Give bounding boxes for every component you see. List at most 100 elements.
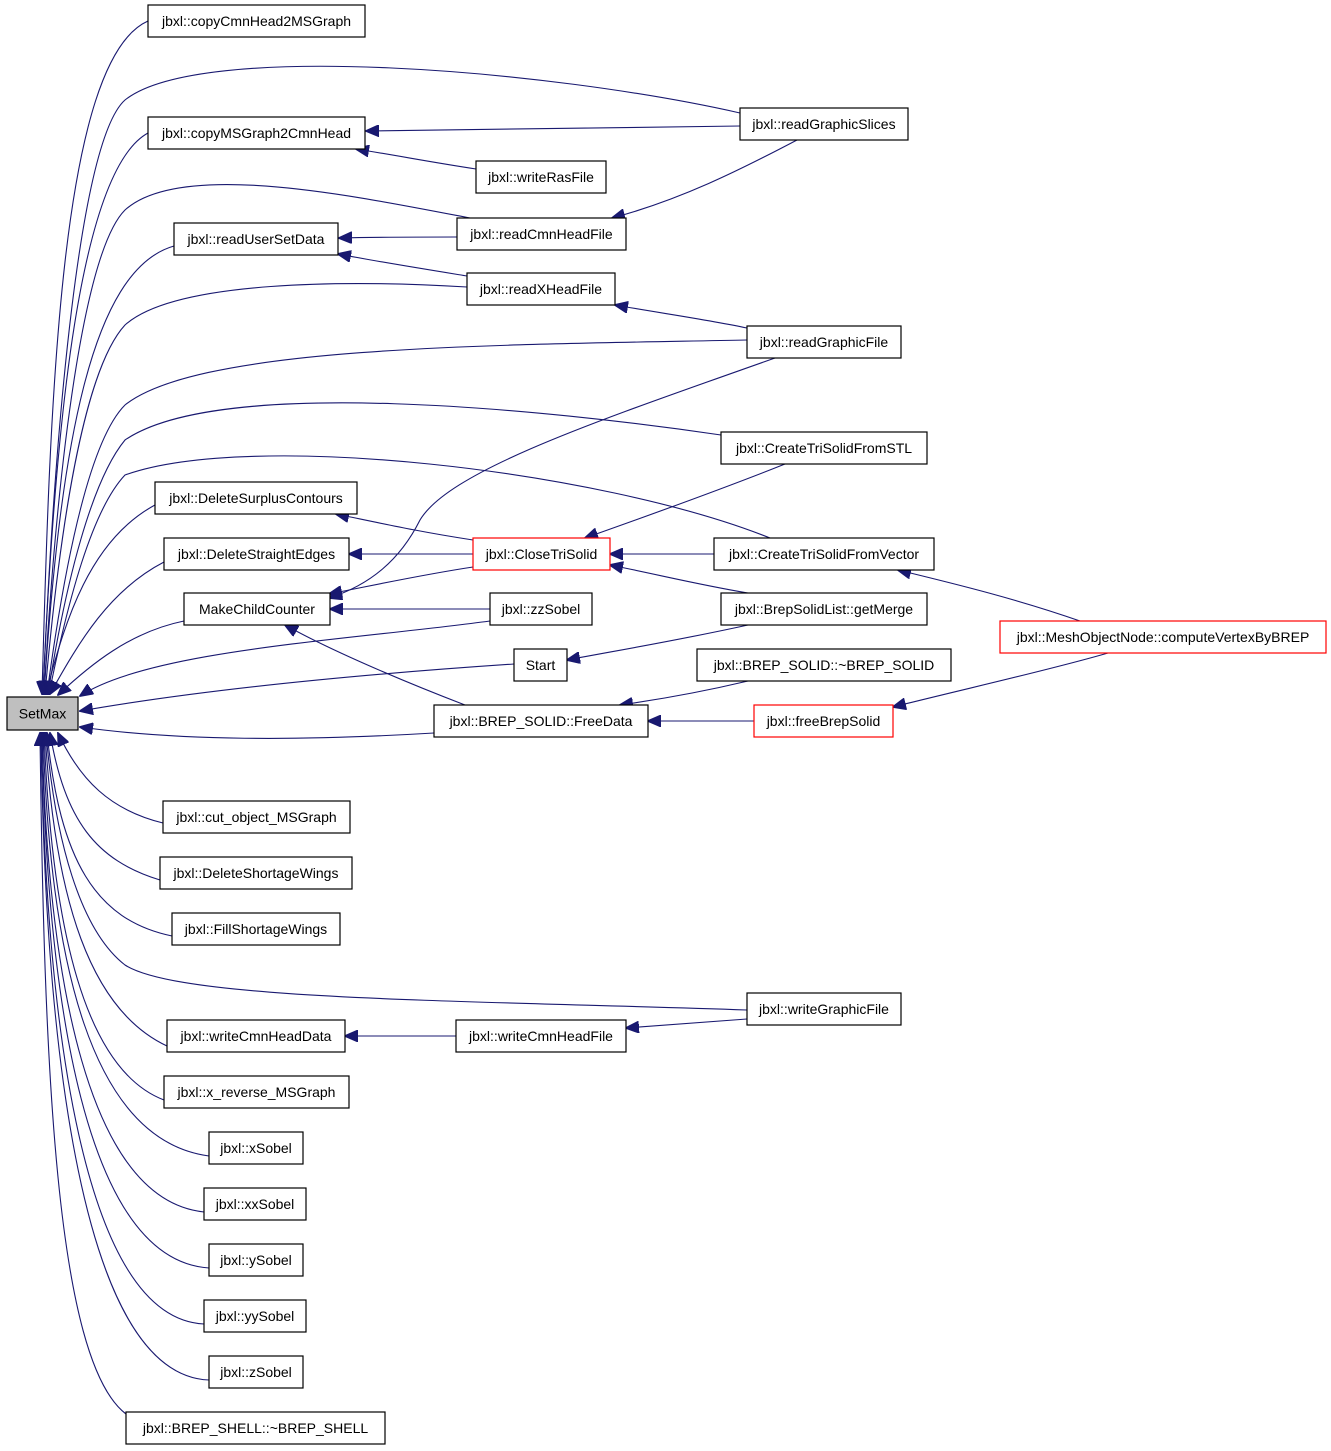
node-box-DeleteSurplusContours bbox=[154, 481, 358, 515]
node-writeGraphicFile[interactable]: jbxl::writeGraphicFile bbox=[746, 992, 902, 1026]
node-box-SetMax bbox=[6, 696, 79, 731]
edge-readUserSetData-to-SetMax bbox=[44, 245, 175, 694]
node-label-FreeData: jbxl::BREP_SOLID::FreeData bbox=[449, 713, 633, 729]
node-zSobel[interactable]: jbxl::zSobel bbox=[208, 1355, 304, 1389]
edge-ySobel-to-SetMax bbox=[42, 733, 210, 1269]
node-label-readXHeadFile: jbxl::readXHeadFile bbox=[479, 281, 602, 297]
node-label-yySobel: jbxl::yySobel bbox=[215, 1308, 295, 1324]
node-copyCmnHead2MSGraph[interactable]: jbxl::copyCmnHead2MSGraph bbox=[147, 4, 366, 38]
node-box-CloseTriSolid bbox=[472, 537, 611, 571]
node-box-cut_object_MSGraph bbox=[162, 800, 351, 834]
node-label-DeleteStraightEdges: jbxl::DeleteStraightEdges bbox=[177, 546, 335, 562]
edges-layer bbox=[40, 20, 1109, 1415]
edge-readGraphicSlices-to-readCmnHeadFile bbox=[612, 139, 798, 218]
node-box-x_reverse_MSGraph bbox=[163, 1075, 350, 1109]
node-DeleteSurplusContours[interactable]: jbxl::DeleteSurplusContours bbox=[154, 481, 358, 515]
edge-DeleteShortageWings-to-SetMax bbox=[50, 733, 161, 881]
edge-cut_object_MSGraph-to-SetMax bbox=[58, 733, 164, 824]
edge-CreateTriSolidFromSTL-to-CloseTriSolid bbox=[585, 463, 786, 538]
edge-CreateTriSolidFromSTL-to-SetMax bbox=[48, 402, 722, 694]
node-x_reverse_MSGraph[interactable]: jbxl::x_reverse_MSGraph bbox=[163, 1075, 350, 1109]
node-writeRasFile[interactable]: jbxl::writeRasFile bbox=[475, 160, 607, 194]
node-CreateTriSolidFromVector[interactable]: jbxl::CreateTriSolidFromVector bbox=[713, 537, 935, 571]
node-label-freeBrepSolid: jbxl::freeBrepSolid bbox=[766, 713, 881, 729]
node-DeleteStraightEdges[interactable]: jbxl::DeleteStraightEdges bbox=[163, 537, 350, 571]
edge-FillShortageWings-to-SetMax bbox=[47, 733, 173, 937]
node-box-CreateTriSolidFromVector bbox=[713, 537, 935, 571]
node-label-writeCmnHeadData: jbxl::writeCmnHeadData bbox=[180, 1028, 332, 1044]
node-label-x_reverse_MSGraph: jbxl::x_reverse_MSGraph bbox=[177, 1084, 336, 1100]
edge-zSobel-to-SetMax bbox=[41, 733, 210, 1381]
node-CreateTriSolidFromSTL[interactable]: jbxl::CreateTriSolidFromSTL bbox=[720, 431, 928, 465]
node-Start[interactable]: Start bbox=[513, 648, 568, 682]
node-label-writeRasFile: jbxl::writeRasFile bbox=[487, 169, 594, 185]
node-ySobel[interactable]: jbxl::ySobel bbox=[208, 1243, 304, 1277]
edge-getMerge-to-Start bbox=[567, 624, 749, 660]
edge-BREP_SHELL_dtor-to-SetMax bbox=[40, 733, 127, 1415]
node-box-BREP_SOLID_dtor bbox=[696, 648, 952, 682]
node-writeCmnHeadData[interactable]: jbxl::writeCmnHeadData bbox=[166, 1019, 346, 1053]
node-box-MakeChildCounter bbox=[183, 592, 331, 626]
edge-readCmnHeadFile-to-readUserSetData bbox=[339, 237, 458, 238]
edge-BREP_SOLID_dtor-to-FreeData bbox=[620, 680, 749, 705]
node-writeCmnHeadFile[interactable]: jbxl::writeCmnHeadFile bbox=[455, 1019, 627, 1053]
node-copyMSGraph2CmnHead[interactable]: jbxl::copyMSGraph2CmnHead bbox=[147, 116, 366, 150]
node-cut_object_MSGraph[interactable]: jbxl::cut_object_MSGraph bbox=[162, 800, 351, 834]
nodes-layer: SetMax jbxl::copyCmnHead2MSGraphjbxl::cop… bbox=[6, 4, 1327, 1445]
node-MakeChildCounter[interactable]: MakeChildCounter bbox=[183, 592, 331, 626]
node-label-xxSobel: jbxl::xxSobel bbox=[215, 1196, 295, 1212]
node-readCmnHeadFile[interactable]: jbxl::readCmnHeadFile bbox=[456, 217, 627, 251]
edge-CloseTriSolid-to-DeleteSurplusContours bbox=[336, 514, 474, 541]
edge-writeRasFile-to-copyMSGraph2CmnHead bbox=[356, 149, 477, 170]
node-readGraphicFile[interactable]: jbxl::readGraphicFile bbox=[746, 325, 902, 359]
node-FillShortageWings[interactable]: jbxl::FillShortageWings bbox=[171, 912, 341, 946]
edge-yySobel-to-SetMax bbox=[41, 733, 205, 1325]
node-box-copyCmnHead2MSGraph bbox=[147, 4, 366, 38]
node-label-BREP_SOLID_dtor: jbxl::BREP_SOLID::~BREP_SOLID bbox=[713, 657, 935, 673]
node-label-DeleteShortageWings: jbxl::DeleteShortageWings bbox=[173, 865, 339, 881]
node-label-FillShortageWings: jbxl::FillShortageWings bbox=[184, 921, 327, 937]
node-box-readGraphicSlices bbox=[739, 107, 909, 141]
edge-readCmnHeadFile-to-SetMax bbox=[44, 184, 471, 694]
node-readUserSetData[interactable]: jbxl::readUserSetData bbox=[173, 222, 339, 256]
node-label-zzSobel: jbxl::zzSobel bbox=[501, 601, 581, 617]
edge-FreeData-to-MakeChildCounter bbox=[285, 625, 466, 706]
edge-CloseTriSolid-to-MakeChildCounter bbox=[329, 566, 474, 594]
node-box-CreateTriSolidFromSTL bbox=[720, 431, 928, 465]
node-freeBrepSolid[interactable]: jbxl::freeBrepSolid bbox=[753, 704, 894, 738]
node-xxSobel[interactable]: jbxl::xxSobel bbox=[203, 1187, 307, 1221]
edge-readGraphicFile-to-SetMax bbox=[47, 339, 748, 694]
edge-getMerge-to-CloseTriSolid bbox=[610, 565, 749, 594]
node-yySobel[interactable]: jbxl::yySobel bbox=[203, 1299, 307, 1333]
node-box-FreeData bbox=[433, 704, 649, 738]
node-label-getMerge: jbxl::BrepSolidList::getMerge bbox=[734, 601, 913, 617]
node-SetMax[interactable]: SetMax bbox=[6, 696, 79, 731]
node-box-writeCmnHeadFile bbox=[455, 1019, 627, 1053]
edge-readGraphicSlices-to-copyMSGraph2CmnHead bbox=[366, 126, 741, 131]
edge-copyCmnHead2MSGraph-to-SetMax bbox=[42, 20, 149, 694]
node-label-writeCmnHeadFile: jbxl::writeCmnHeadFile bbox=[468, 1028, 613, 1044]
node-readXHeadFile[interactable]: jbxl::readXHeadFile bbox=[466, 272, 616, 306]
node-BREP_SHELL_dtor[interactable]: jbxl::BREP_SHELL::~BREP_SHELL bbox=[125, 1411, 386, 1445]
node-getMerge[interactable]: jbxl::BrepSolidList::getMerge bbox=[720, 592, 928, 626]
node-label-SetMax: SetMax bbox=[19, 706, 66, 722]
node-zzSobel[interactable]: jbxl::zzSobel bbox=[489, 592, 593, 626]
node-label-readUserSetData: jbxl::readUserSetData bbox=[187, 231, 325, 247]
node-box-getMerge bbox=[720, 592, 928, 626]
node-box-readGraphicFile bbox=[746, 325, 902, 359]
edge-readGraphicFile-to-MakeChildCounter bbox=[329, 357, 776, 598]
node-DeleteShortageWings[interactable]: jbxl::DeleteShortageWings bbox=[159, 856, 353, 890]
edge-MakeChildCounter-to-SetMax bbox=[58, 620, 185, 695]
edge-Start-to-SetMax bbox=[80, 663, 515, 711]
node-xSobel[interactable]: jbxl::xSobel bbox=[208, 1131, 304, 1165]
edge-readXHeadFile-to-SetMax bbox=[45, 283, 468, 694]
node-readGraphicSlices[interactable]: jbxl::readGraphicSlices bbox=[739, 107, 909, 141]
node-computeVertexByBREP[interactable]: jbxl::MeshObjectNode::computeVertexByBRE… bbox=[999, 620, 1327, 654]
node-BREP_SOLID_dtor[interactable]: jbxl::BREP_SOLID::~BREP_SOLID bbox=[696, 648, 952, 682]
node-FreeData[interactable]: jbxl::BREP_SOLID::FreeData bbox=[433, 704, 649, 738]
node-box-writeRasFile bbox=[475, 160, 607, 194]
node-CloseTriSolid[interactable]: jbxl::CloseTriSolid bbox=[472, 537, 611, 571]
node-box-zzSobel bbox=[489, 592, 593, 626]
node-label-readGraphicSlices: jbxl::readGraphicSlices bbox=[751, 116, 895, 132]
node-label-copyMSGraph2CmnHead: jbxl::copyMSGraph2CmnHead bbox=[161, 125, 351, 141]
